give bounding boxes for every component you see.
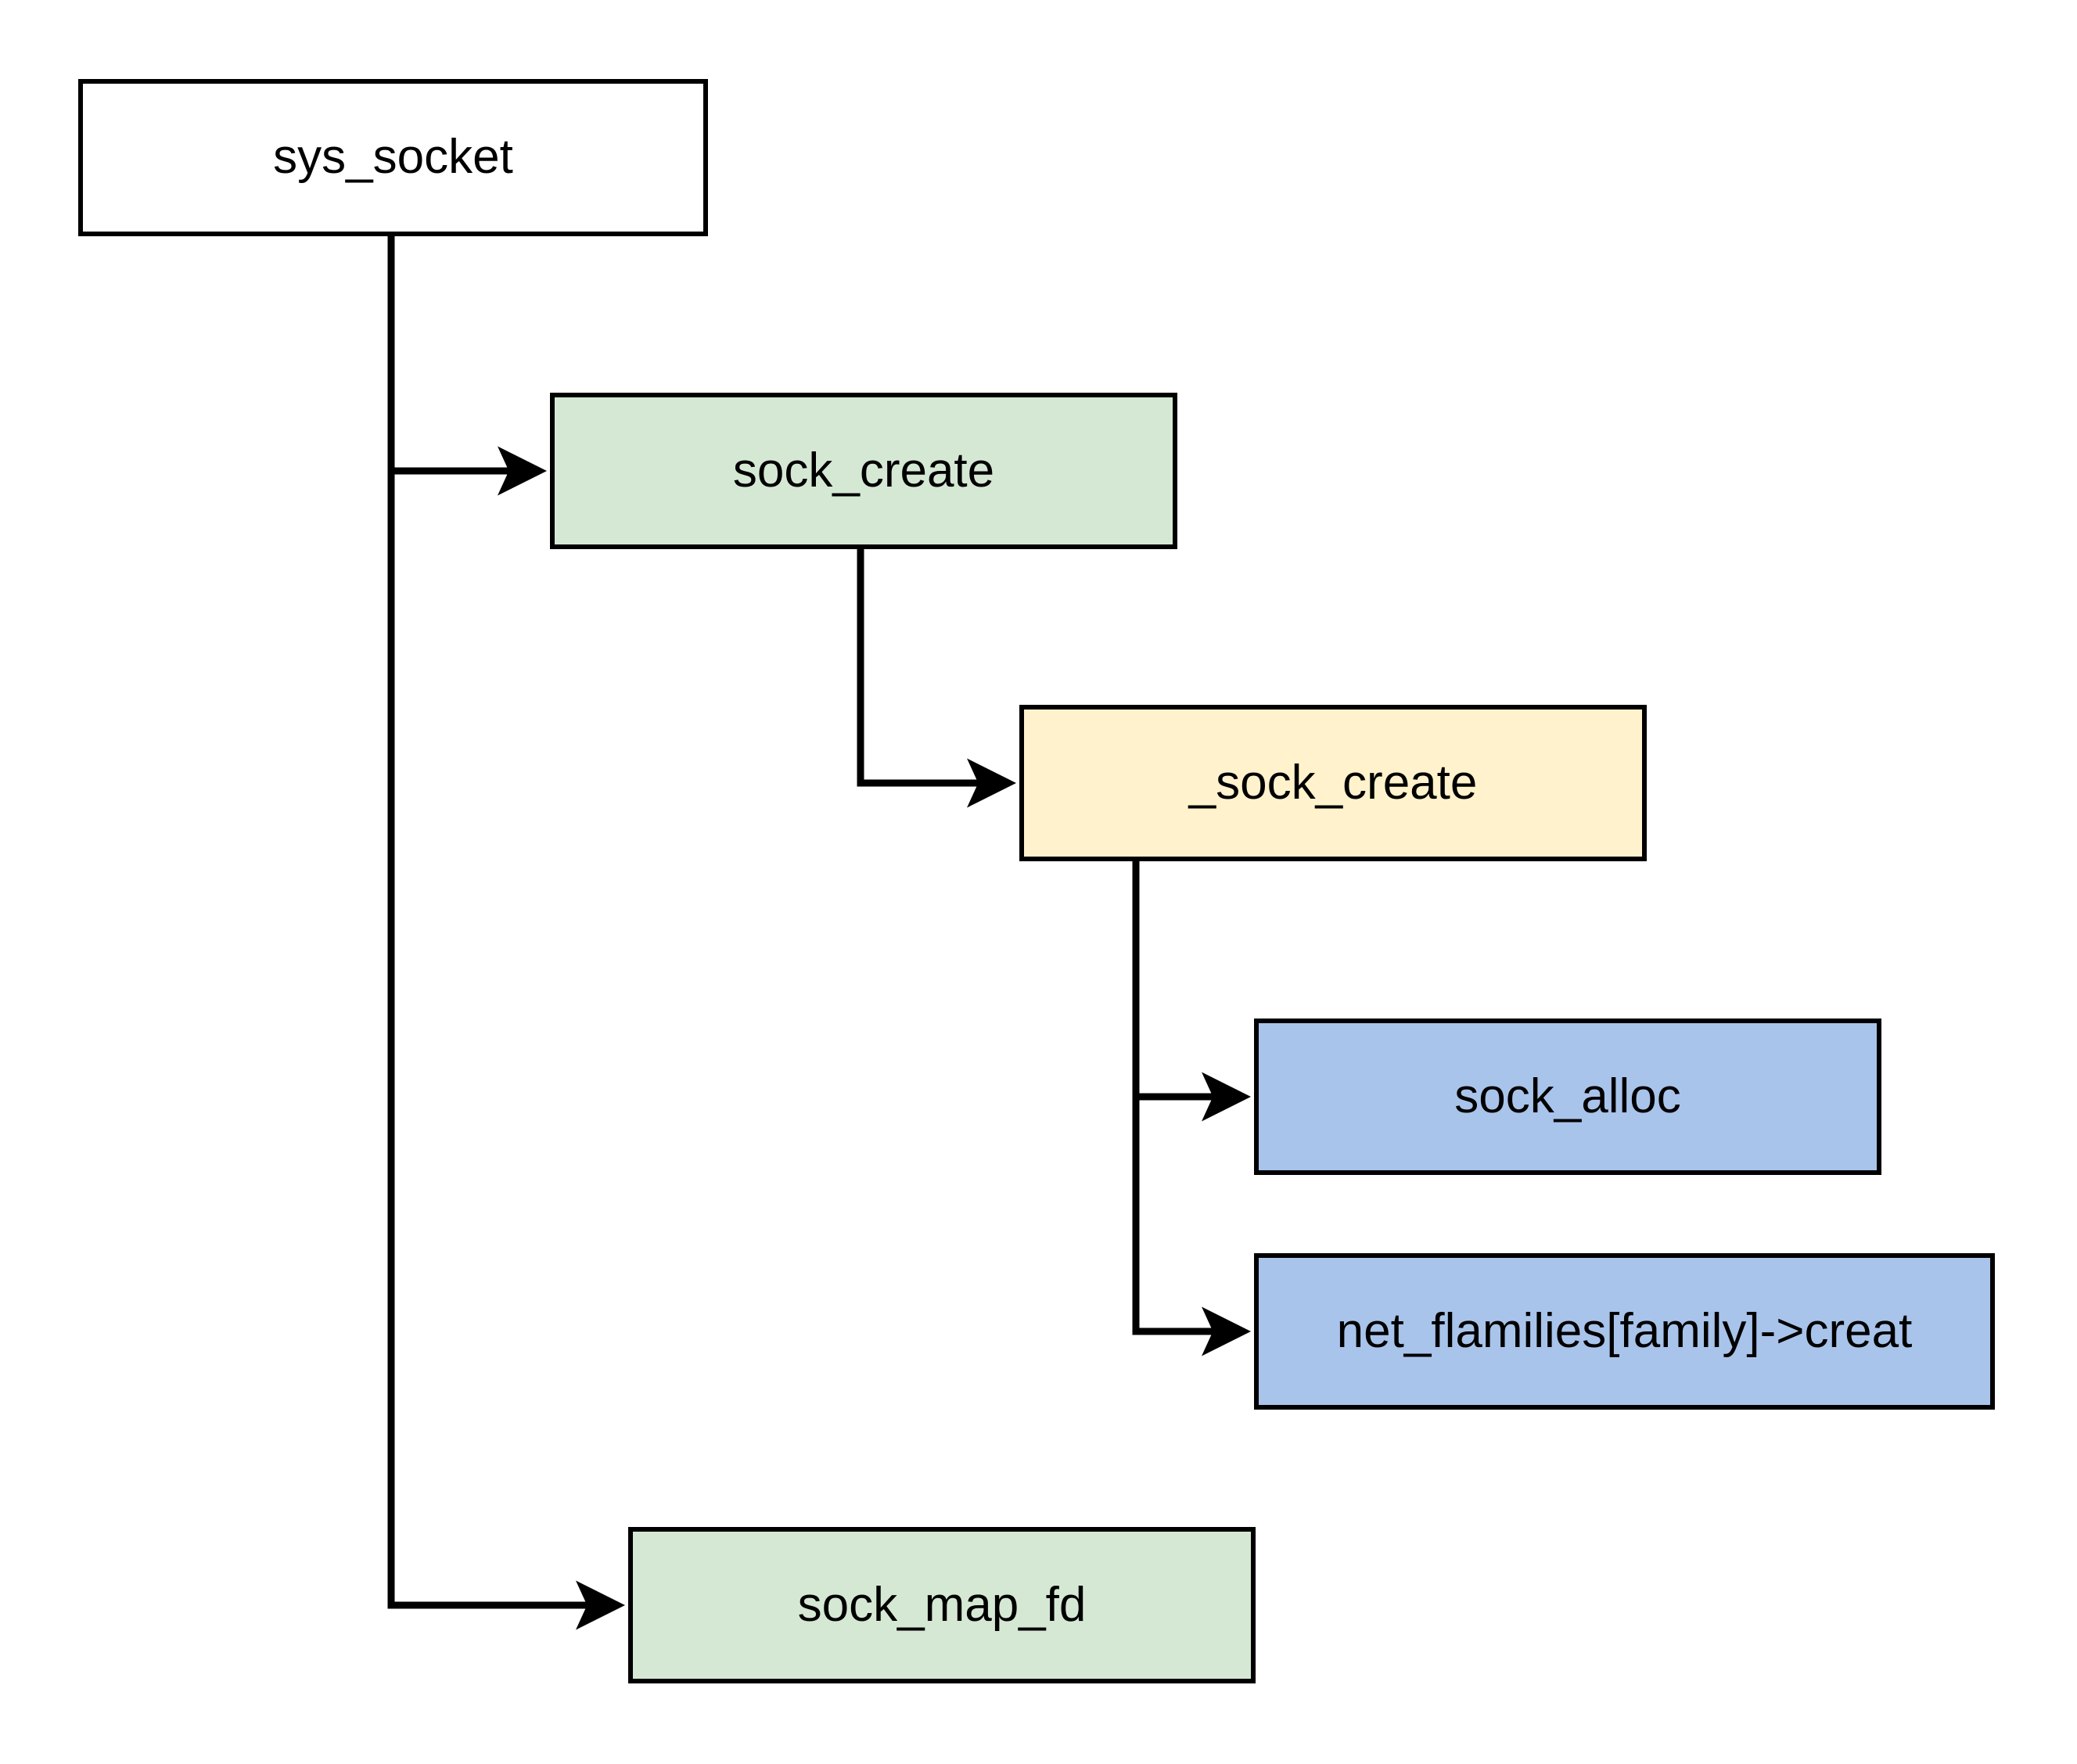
edge-underscore-sock-create-to-net-families [1132,861,1251,1356]
edge-sys-socket-to-sock-create [387,236,547,496]
node-sock-map-fd-label: sock_map_fd [797,1577,1087,1632]
node-sock-alloc[interactable]: sock_alloc [1254,1019,1881,1175]
node-sock-create[interactable]: sock_create [550,393,1177,549]
node-sock-alloc-label: sock_alloc [1454,1069,1681,1123]
node-underscore-sock-create[interactable]: _sock_create [1019,705,1647,861]
edge-sock-create-to-underscore-sock-create [857,549,1016,808]
node-sys-socket[interactable]: sys_socket [78,79,708,236]
node-underscore-sock-create-label: _sock_create [1188,755,1478,810]
node-sys-socket-label: sys_socket [273,130,513,185]
node-net-families-create-label: net_flamilies[family]->creat [1336,1303,1913,1358]
edge-underscore-sock-create-to-sock-alloc [1132,861,1251,1122]
node-sock-create-label: sock_create [732,443,995,498]
node-net-families-create[interactable]: net_flamilies[family]->creat [1254,1253,1995,1410]
node-sock-map-fd[interactable]: sock_map_fd [628,1527,1256,1683]
